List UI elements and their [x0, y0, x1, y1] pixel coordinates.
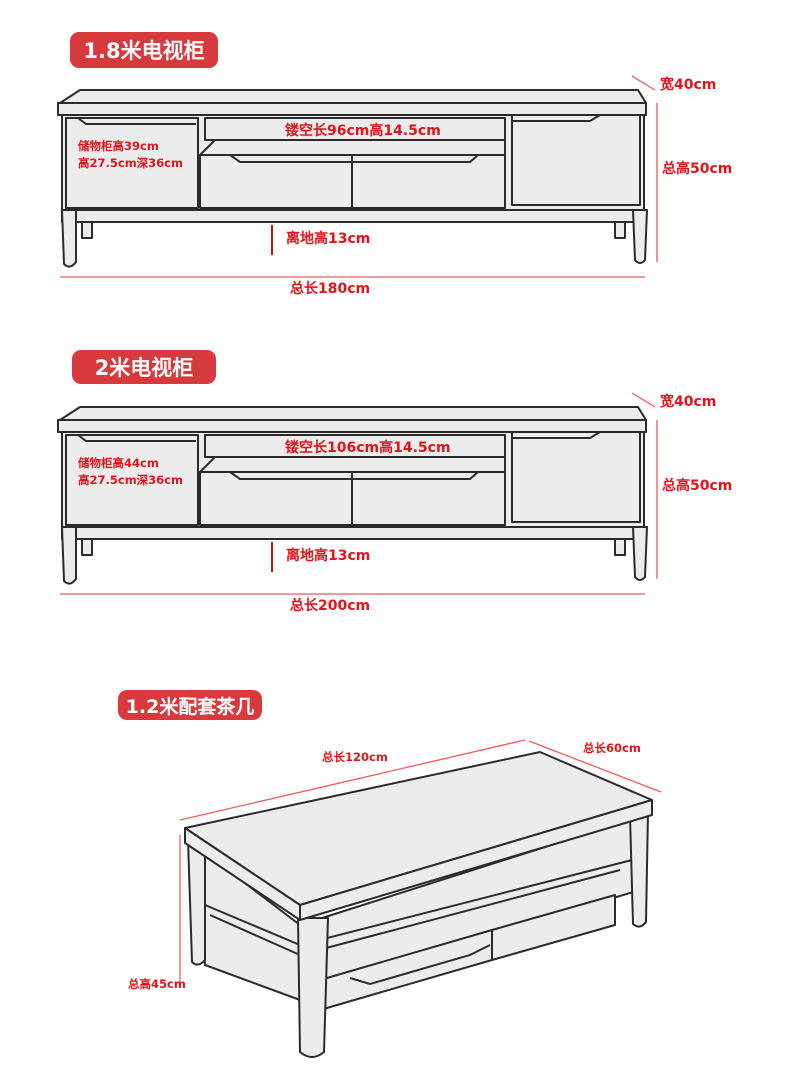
coffee-table: 总长120cm 总长60cm 总高45cm [128, 739, 662, 1058]
width-label: 宽40cm [660, 76, 716, 93]
section-title-180-tv-cabinet: 1.8米电视柜 [70, 32, 218, 68]
width-label: 总长60cm [583, 741, 641, 755]
section-title-coffee-table: 1.2米配套茶几 [118, 690, 262, 720]
height-label: 总高50cm [662, 160, 732, 177]
tv-cabinet-200: 宽40cm 总高50cm 总长200cm 离地高13cm 镂空长106cm高14… [57, 392, 732, 614]
clearance-label: 离地高13cm [286, 230, 370, 247]
opening-label: 镂空长96cm高14.5cm [285, 122, 441, 139]
storage-label-1: 储物柜高39cm [78, 139, 159, 153]
length-dimension-line [179, 739, 526, 821]
tv-cabinet-180: 宽40cm 总高50cm 总长180cm 离地高13cm 镂空长96cm高14.… [57, 75, 732, 297]
cabinet-drawing [57, 89, 648, 268]
width-label: 宽40cm [660, 393, 716, 410]
clearance-label: 离地高13cm [286, 547, 370, 564]
storage-label-1: 储物柜高44cm [78, 456, 159, 470]
length-label: 总长180cm [290, 280, 370, 297]
length-label: 总长200cm [290, 597, 370, 614]
coffee-table-drawing [184, 751, 653, 1058]
storage-label-2: 高27.5cm深36cm [78, 473, 183, 487]
width-dimension-line [631, 75, 656, 91]
width-dimension-line [528, 740, 662, 793]
length-label: 总长120cm [322, 750, 388, 764]
width-dimension-line [631, 392, 656, 408]
height-label: 总高45cm [128, 977, 186, 991]
section-title-200-tv-cabinet: 2米电视柜 [72, 350, 216, 384]
cabinet-drawing [57, 406, 648, 585]
storage-label-2: 高27.5cm深36cm [78, 156, 183, 170]
opening-label: 镂空长106cm高14.5cm [285, 439, 451, 456]
height-label: 总高50cm [662, 477, 732, 494]
